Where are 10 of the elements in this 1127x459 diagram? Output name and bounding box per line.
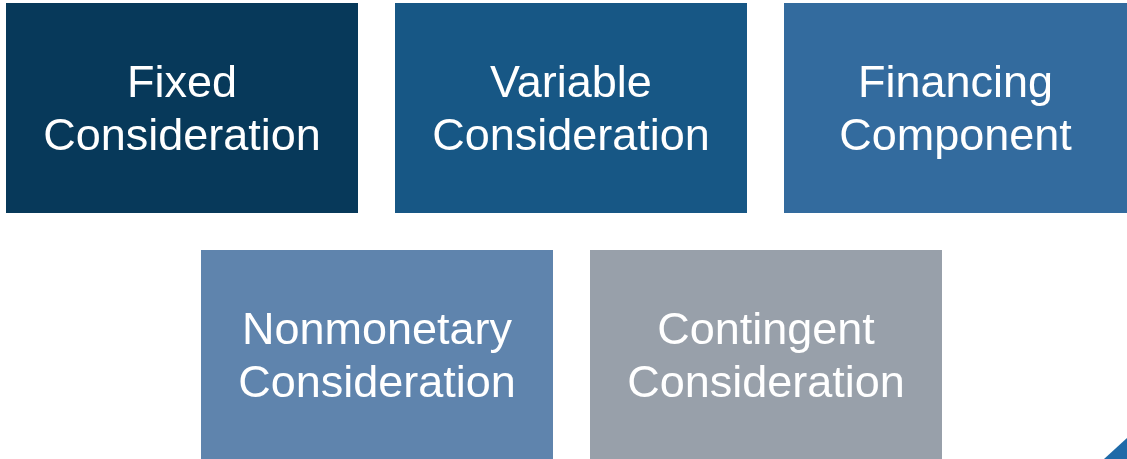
category-box — [784, 3, 1127, 213]
category-label: Nonmonetary Consideration — [237, 301, 517, 408]
category-label: Fixed Consideration — [42, 55, 322, 161]
category-box — [590, 250, 942, 459]
category-box — [395, 3, 747, 213]
category-label: Contingent Consideration — [626, 301, 906, 408]
category-box — [6, 3, 358, 213]
category-label: Financing Component — [838, 55, 1073, 161]
category-label: Variable Consideration — [431, 55, 711, 161]
category-box — [201, 250, 553, 459]
